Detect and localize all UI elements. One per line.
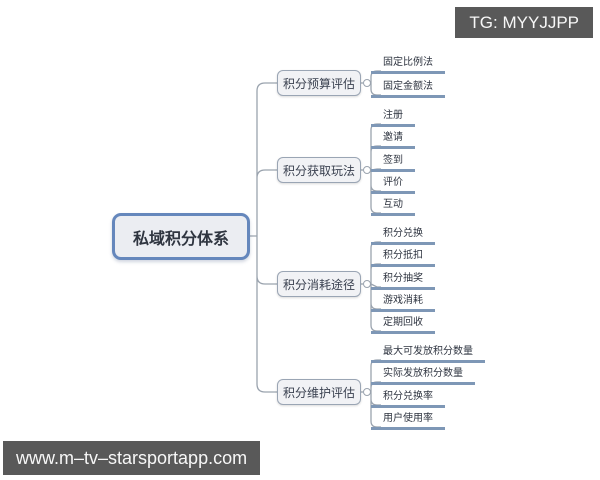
branch-node: 积分维护评估 — [277, 379, 361, 405]
collapse-handle-icon — [363, 388, 371, 396]
branch-node: 积分获取玩法 — [277, 157, 361, 183]
leaf-node: 实际发放积分数量 — [371, 366, 475, 385]
watermark-top-right: TG: MYYJJPP — [455, 7, 593, 38]
leaf-node: 积分兑换率 — [371, 389, 445, 408]
leaf-node: 固定比例法 — [371, 55, 445, 74]
leaf-node: 游戏消耗 — [371, 293, 435, 312]
leaf-node: 用户使用率 — [371, 411, 445, 430]
leaf-node: 邀请 — [371, 130, 415, 149]
collapse-handle-icon — [363, 280, 371, 288]
leaf-node: 积分兑换 — [371, 226, 435, 245]
leaf-node: 积分抵扣 — [371, 248, 435, 267]
leaf-node: 签到 — [371, 153, 415, 172]
branch-node: 积分预算评估 — [277, 70, 361, 96]
leaf-node: 积分抽奖 — [371, 271, 435, 290]
collapse-handle-icon — [363, 79, 371, 87]
leaf-node: 定期回收 — [371, 315, 435, 334]
watermark-bottom-left: www.m–tv–starsportapp.com — [3, 441, 261, 475]
leaf-node: 固定金额法 — [371, 79, 445, 98]
branch-node: 积分消耗途径 — [277, 271, 361, 297]
leaf-node: 互动 — [371, 197, 415, 216]
root-node: 私域积分体系 — [112, 213, 250, 260]
leaf-node: 注册 — [371, 108, 415, 127]
leaf-node: 最大可发放积分数量 — [371, 344, 485, 363]
leaf-node: 评价 — [371, 175, 415, 194]
collapse-handle-icon — [363, 166, 371, 174]
